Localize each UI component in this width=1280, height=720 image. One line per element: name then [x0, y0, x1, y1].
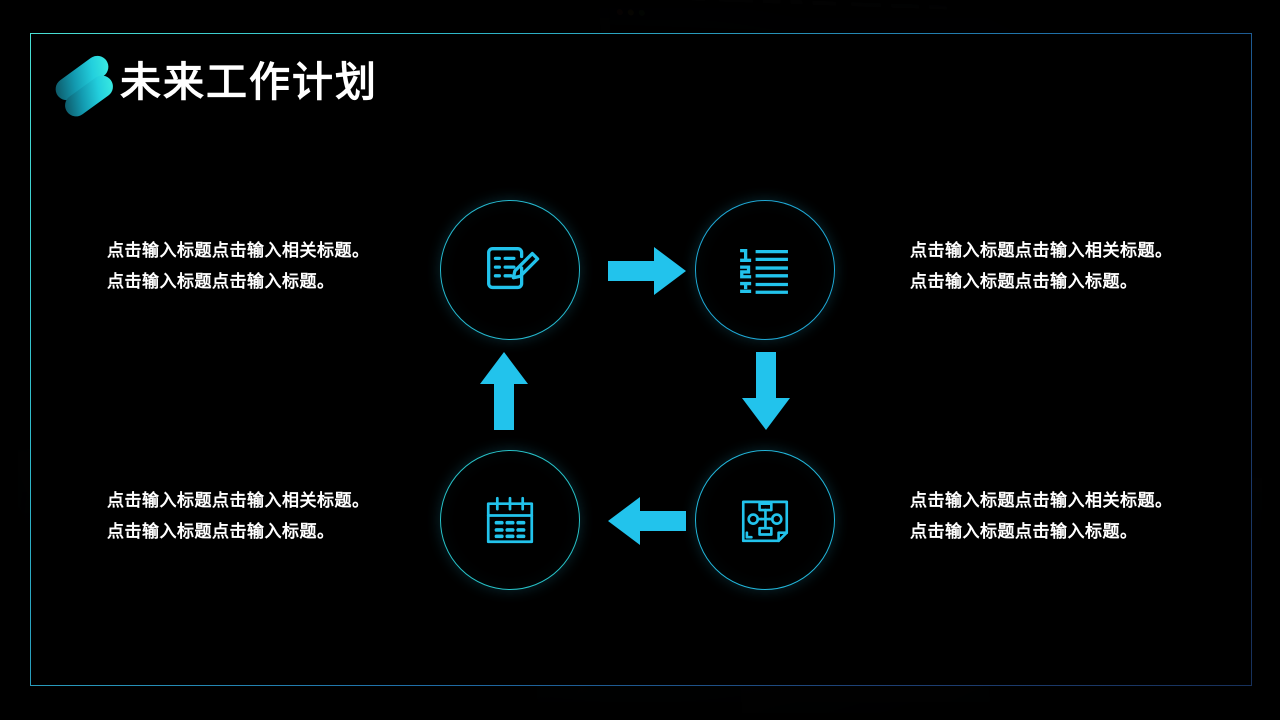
cycle-node-calendar[interactable]	[440, 450, 580, 590]
arrow-down-icon	[740, 352, 792, 435]
page-title: 未来工作计划	[120, 59, 378, 105]
cycle-node-checklist[interactable]	[440, 200, 580, 340]
text-block-top-right: 点击输入标题点击输入相关标题。 点击输入标题点击输入标题。	[910, 235, 1173, 297]
flowchart-document-icon	[736, 491, 794, 549]
cycle-node-numbered-list[interactable]	[695, 200, 835, 340]
text-block-bottom-right: 点击输入标题点击输入相关标题。 点击输入标题点击输入标题。	[910, 485, 1173, 547]
calendar-icon	[481, 491, 539, 549]
text-line-2: 点击输入标题点击输入标题。	[107, 522, 335, 541]
checklist-edit-icon	[479, 239, 541, 301]
arrow-up-icon	[478, 352, 530, 435]
text-block-bottom-left: 点击输入标题点击输入相关标题。 点击输入标题点击输入标题。	[107, 485, 370, 547]
text-line-2: 点击输入标题点击输入标题。	[910, 522, 1138, 541]
text-line-1: 点击输入标题点击输入相关标题。	[910, 491, 1173, 510]
arrow-left-icon	[608, 495, 686, 552]
text-line-2: 点击输入标题点击输入标题。	[910, 272, 1138, 291]
numbered-list-icon	[734, 239, 796, 301]
text-line-2: 点击输入标题点击输入标题。	[107, 272, 335, 291]
text-block-top-left: 点击输入标题点击输入相关标题。 点击输入标题点击输入标题。	[107, 235, 370, 297]
text-line-1: 点击输入标题点击输入相关标题。	[107, 241, 370, 260]
text-line-1: 点击输入标题点击输入相关标题。	[107, 491, 370, 510]
text-line-1: 点击输入标题点击输入相关标题。	[910, 241, 1173, 260]
cycle-node-flowchart[interactable]	[695, 450, 835, 590]
double-capsule-logo-icon	[48, 51, 118, 121]
arrow-right-icon	[608, 245, 686, 302]
